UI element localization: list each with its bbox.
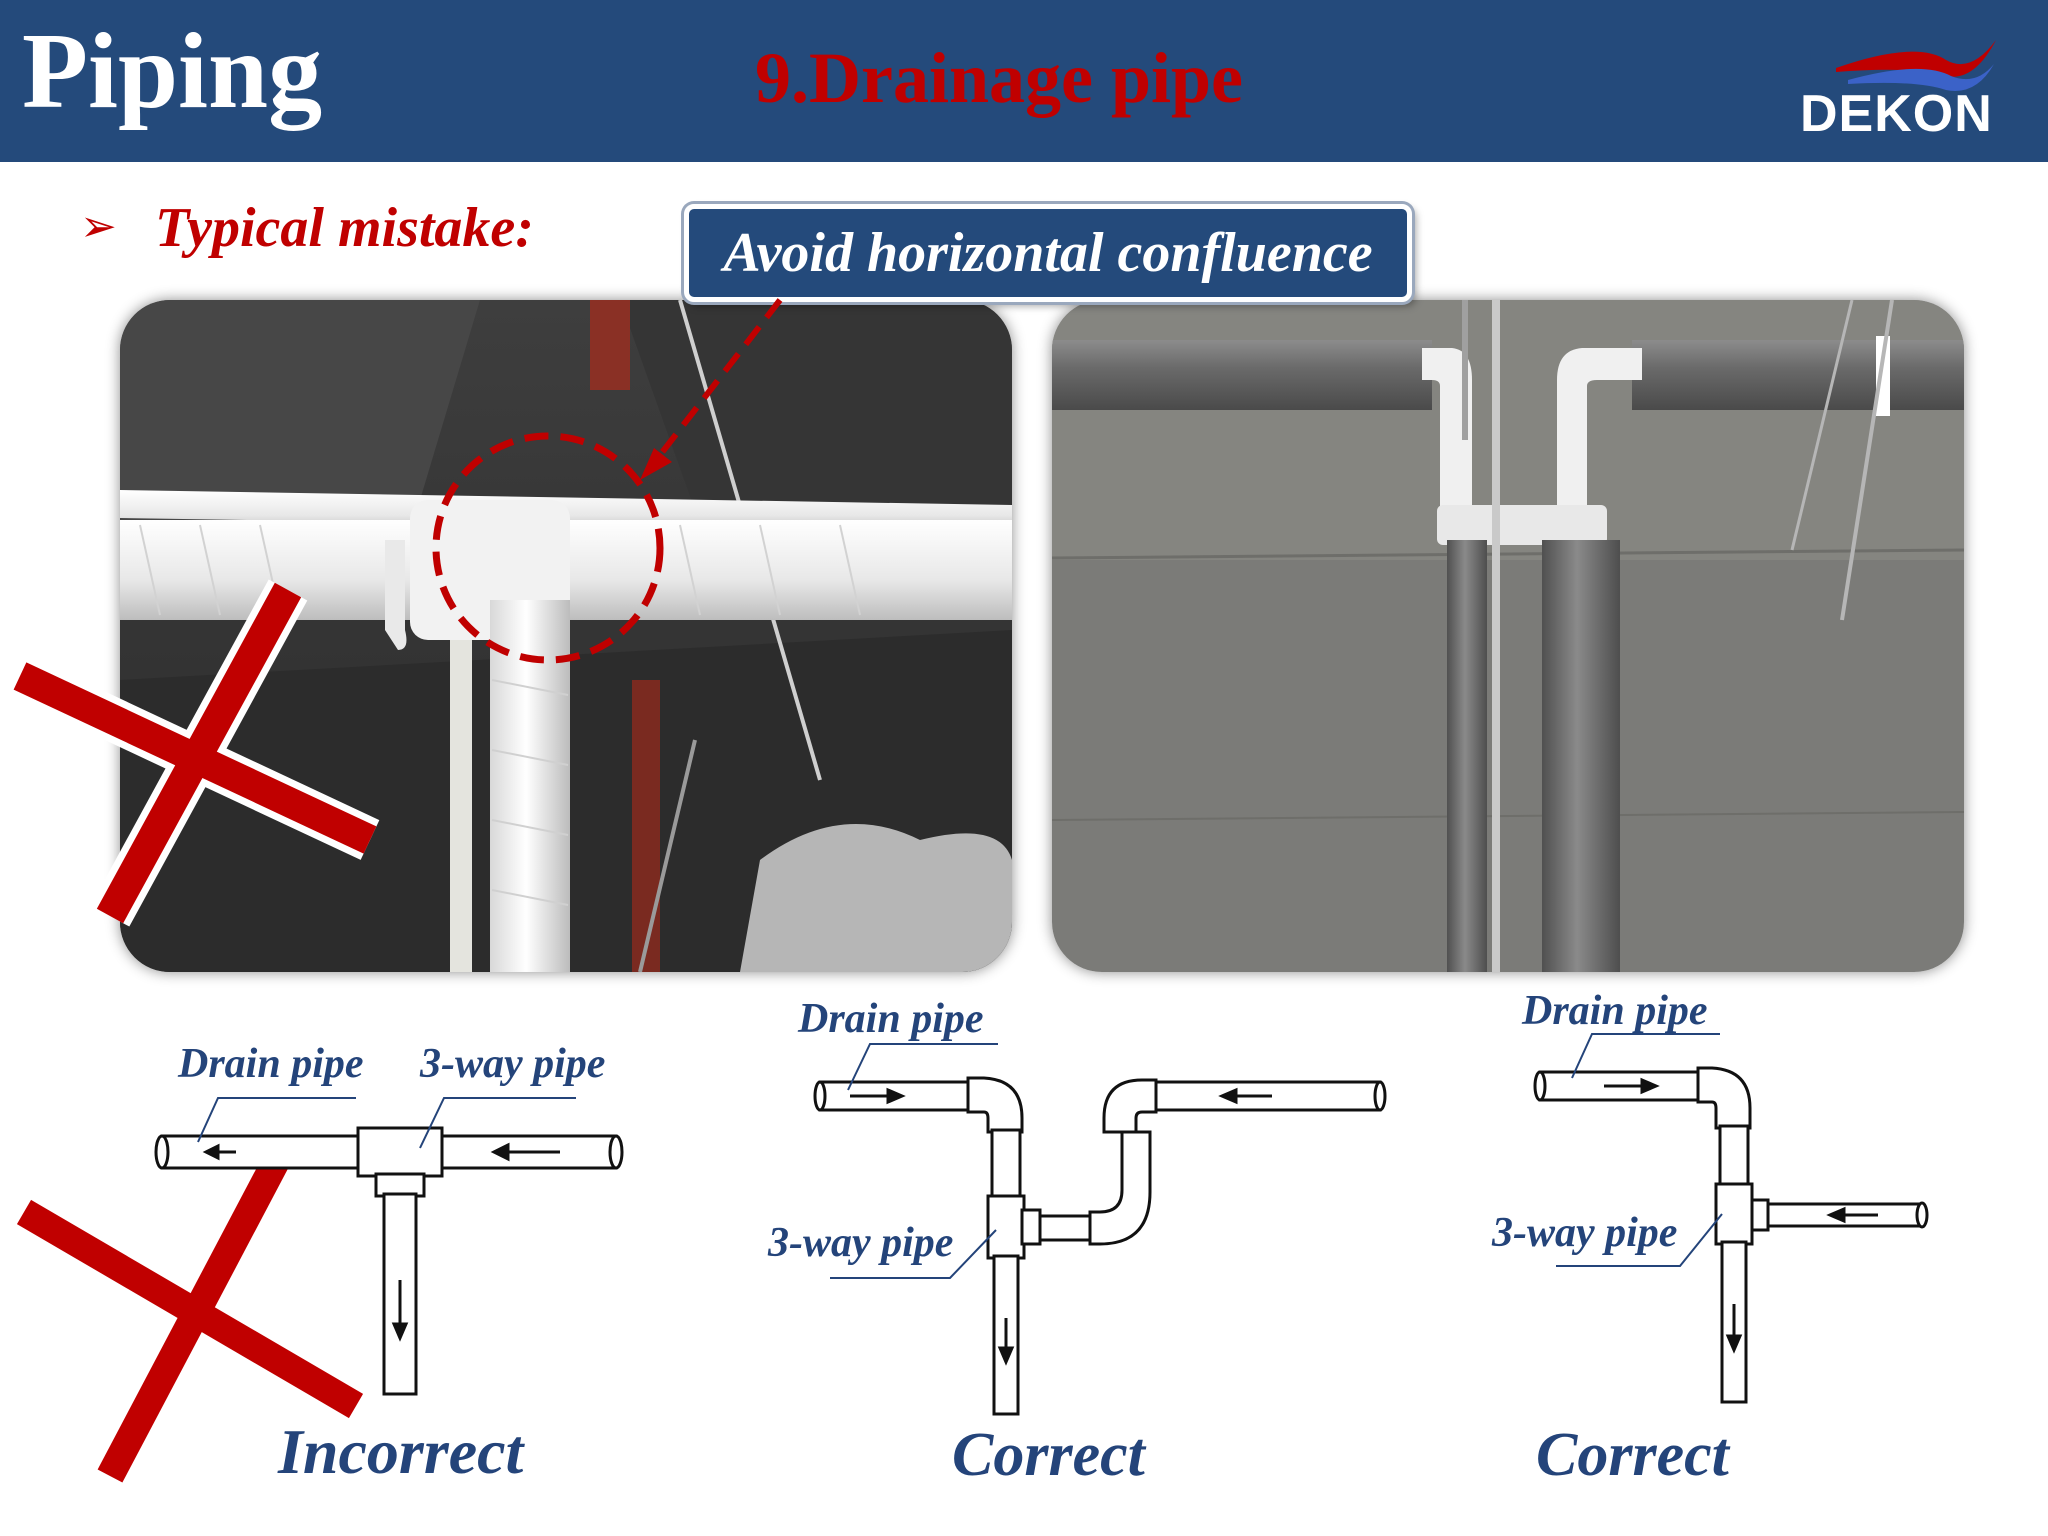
header-bar	[0, 0, 2048, 162]
incorrect-3-way-pipe-label: 3-way pipe	[420, 1041, 606, 1087]
correct2-3-way-pipe-label: 3-way pipe	[1492, 1210, 1678, 1256]
correct1-drain-pipe-label: Drain pipe	[798, 996, 984, 1042]
correct2-drain-pipe-label: Drain pipe	[1522, 988, 1708, 1034]
incorrect-pipe-diagram	[154, 1126, 624, 1396]
photo-correct-installation	[1052, 300, 1964, 972]
correct1-3-way-pipe-label: 3-way pipe	[768, 1220, 954, 1266]
logo-text: DEKON	[1800, 85, 1993, 143]
callout-avoid-horizontal-confluence: Avoid horizontal confluence	[684, 204, 1412, 302]
correct2-verdict-label: Correct	[1536, 1421, 1729, 1489]
dekon-logo-swoosh-icon	[1836, 40, 1996, 91]
bullet-arrow-icon: ➢	[80, 202, 117, 251]
correct1-verdict-label: Correct	[952, 1421, 1145, 1489]
incorrect-drain-pipe-label: Drain pipe	[178, 1041, 364, 1087]
photo-incorrect-installation	[120, 300, 1012, 972]
flow-arrows-incorrect	[202, 1142, 560, 1342]
slide-title: 9.Drainage pipe	[755, 38, 1244, 118]
leader-lines-incorrect	[197, 1097, 576, 1149]
bullet-heading: Typical mistake:	[155, 197, 534, 259]
incorrect-verdict-label: Incorrect	[278, 1416, 524, 1487]
section-title: Piping	[22, 12, 323, 131]
